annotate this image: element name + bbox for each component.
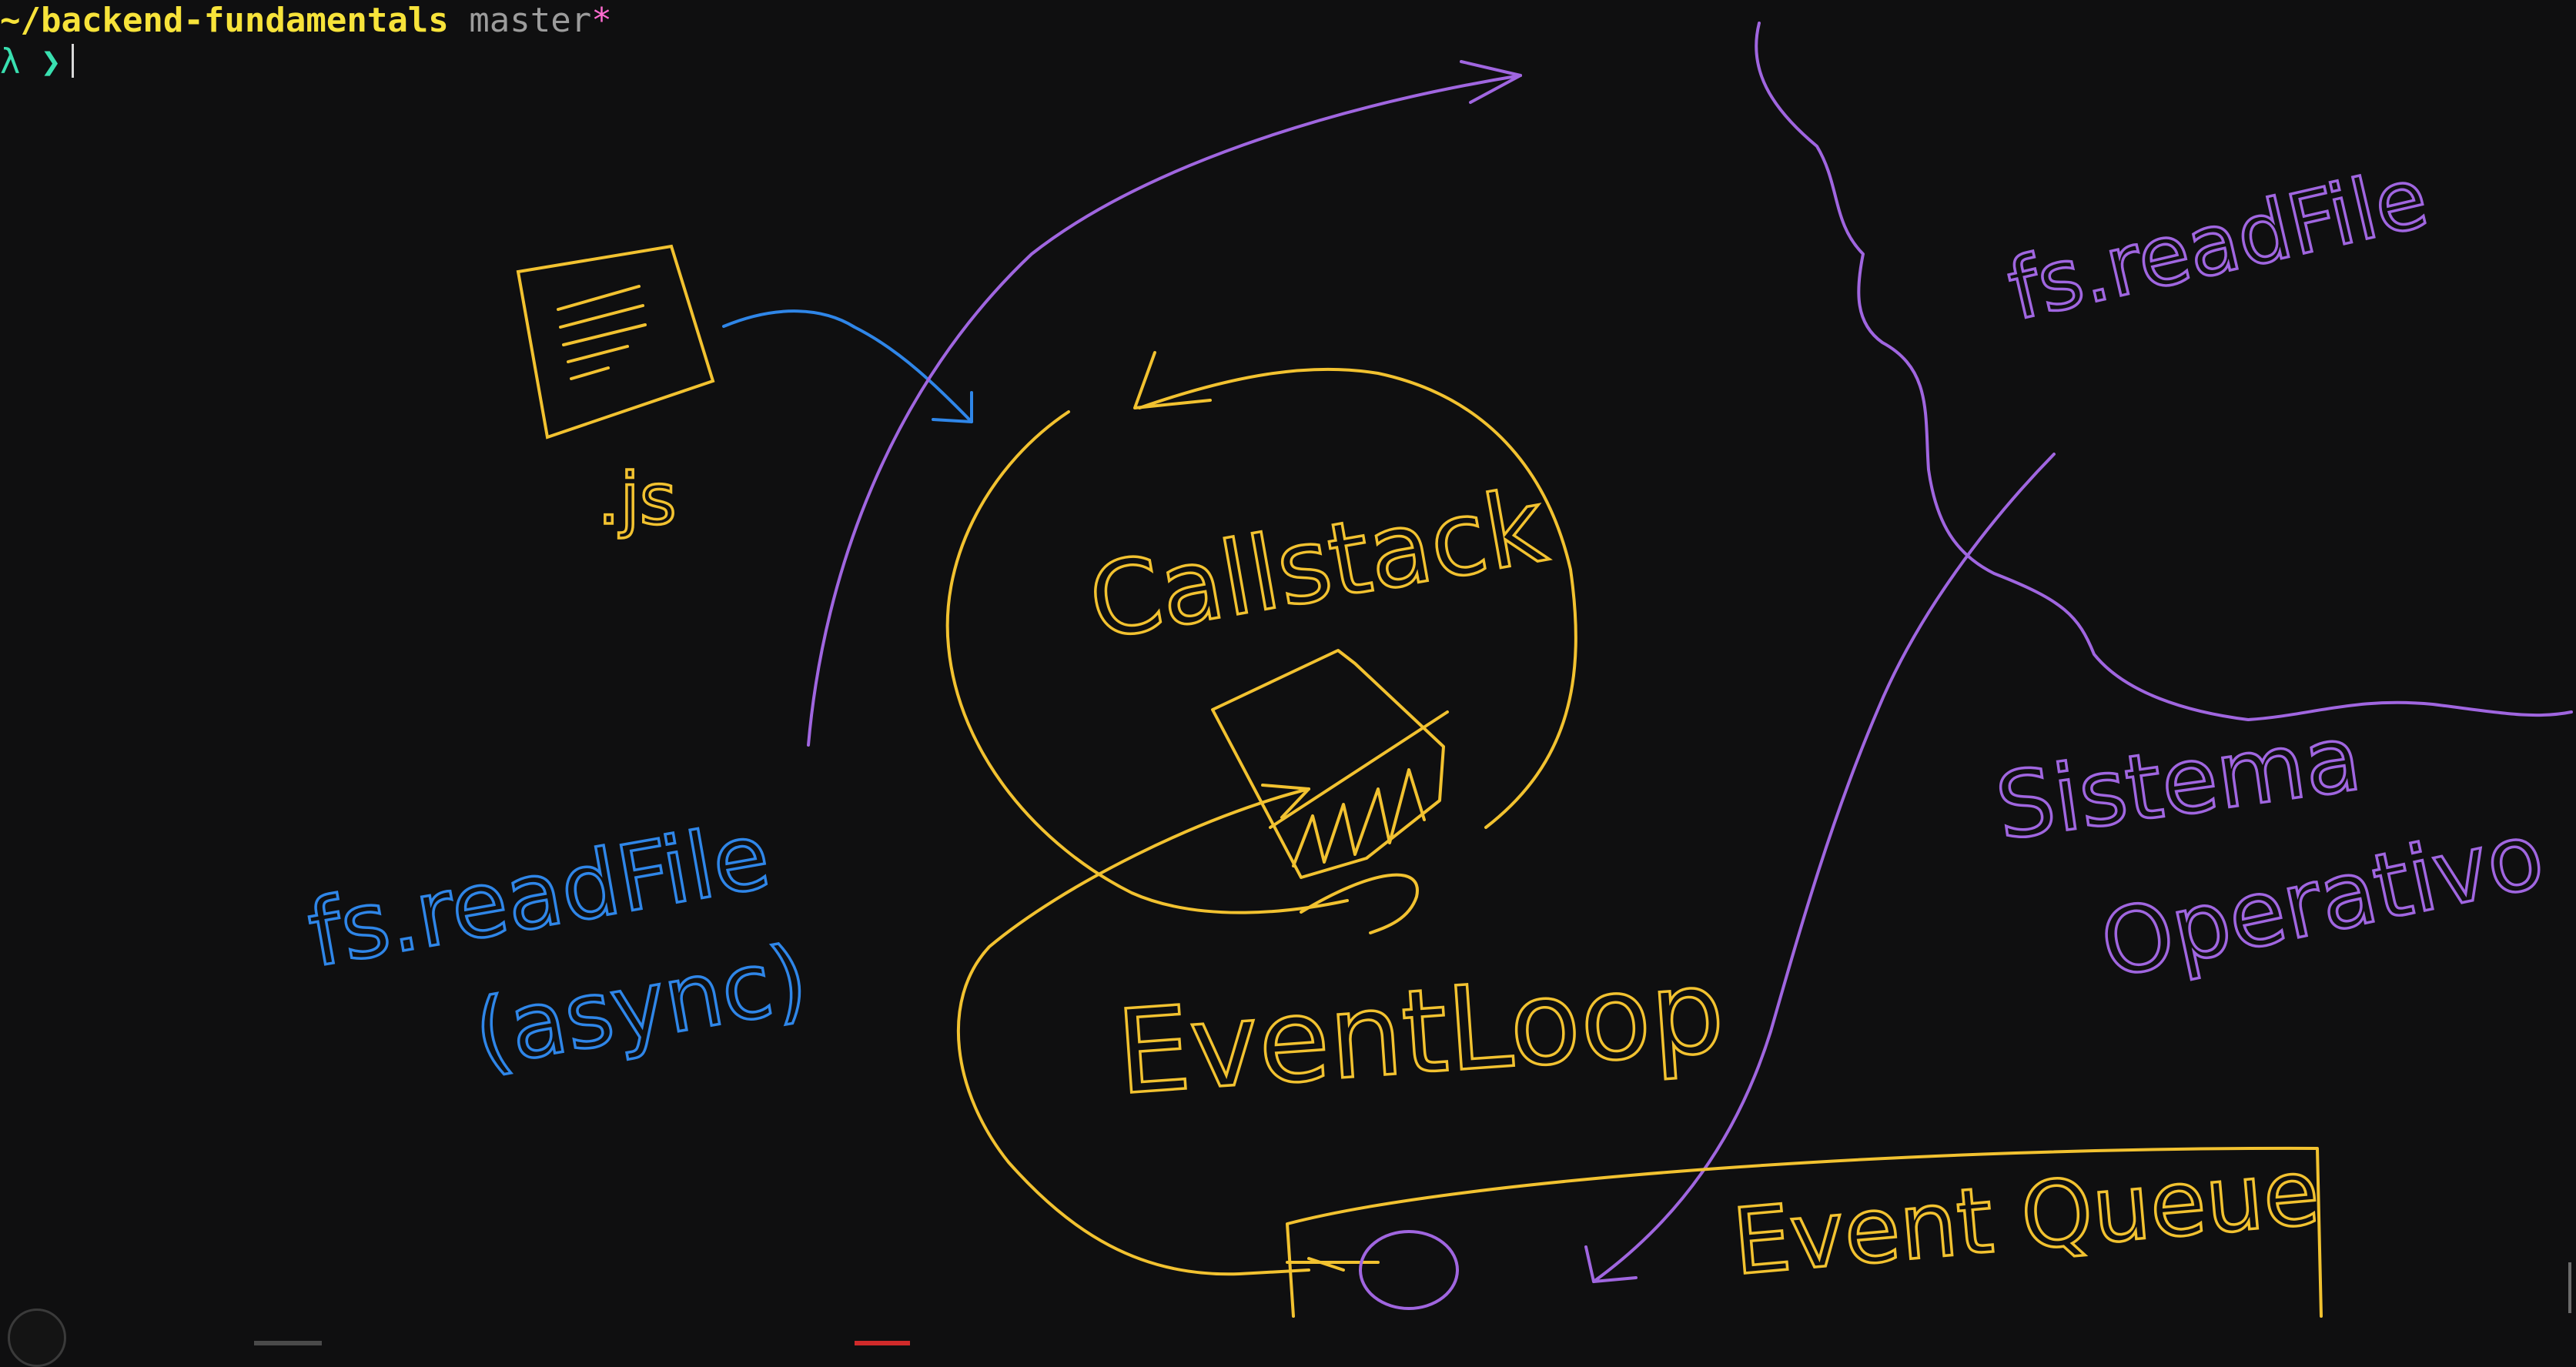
document-shape xyxy=(516,244,715,440)
sistema-label: Sistema xyxy=(1990,704,2367,861)
prompt-header: ~/backend-fundamentals master* xyxy=(0,0,2576,42)
terminal[interactable]: ~/backend-fundamentals master* λ ❯ xyxy=(0,0,2576,83)
event-queue-box xyxy=(1286,1146,2323,1318)
callstack-label: Callstack xyxy=(1081,466,1554,663)
prompt-symbol: λ ❯ xyxy=(0,42,62,82)
queue-callback-circle xyxy=(1359,1230,1459,1310)
git-branch: master xyxy=(469,1,592,40)
taskbar-strip xyxy=(0,1339,2576,1345)
callstack-item-hatch xyxy=(1269,710,1449,867)
event-loop-arrow xyxy=(956,787,1310,1276)
git-dirty-marker: * xyxy=(591,1,612,40)
text-cursor xyxy=(72,44,75,78)
taskbar-indicator-active[interactable] xyxy=(855,1341,910,1345)
current-path: ~/backend-fundamentals xyxy=(0,1,449,40)
prompt-line[interactable]: λ ❯ xyxy=(0,42,2576,83)
fs-readfile-os-label: fs.readFile xyxy=(2000,149,2437,339)
pen-tool-button[interactable] xyxy=(8,1309,66,1367)
purple-arc-arrow xyxy=(807,74,1522,747)
event-loop-arrowhead xyxy=(1261,784,1310,819)
callstack-circle xyxy=(945,367,1577,914)
blue-arrow-to-callstack xyxy=(722,309,973,423)
purple-arc-arrowhead xyxy=(1460,60,1522,104)
document-lines xyxy=(557,285,647,380)
event-loop-label: EventLoop xyxy=(1112,944,1728,1121)
js-file-icon xyxy=(516,244,715,440)
scrollbar-thumb[interactable] xyxy=(2568,1262,2571,1313)
taskbar-indicator[interactable] xyxy=(254,1341,322,1345)
callstack-arrowhead xyxy=(1133,351,1212,409)
blue-arrowhead xyxy=(932,391,973,423)
os-to-queue-arrow xyxy=(1592,453,2056,1283)
event-queue-entry-tick xyxy=(1286,1257,1380,1272)
event-loop-hook xyxy=(1300,873,1419,934)
js-file-label: .js xyxy=(597,458,677,540)
os-boundary-line xyxy=(1755,22,2573,721)
callstack-item-box xyxy=(1211,649,1445,879)
os-to-queue-arrowhead xyxy=(1584,1245,1638,1283)
